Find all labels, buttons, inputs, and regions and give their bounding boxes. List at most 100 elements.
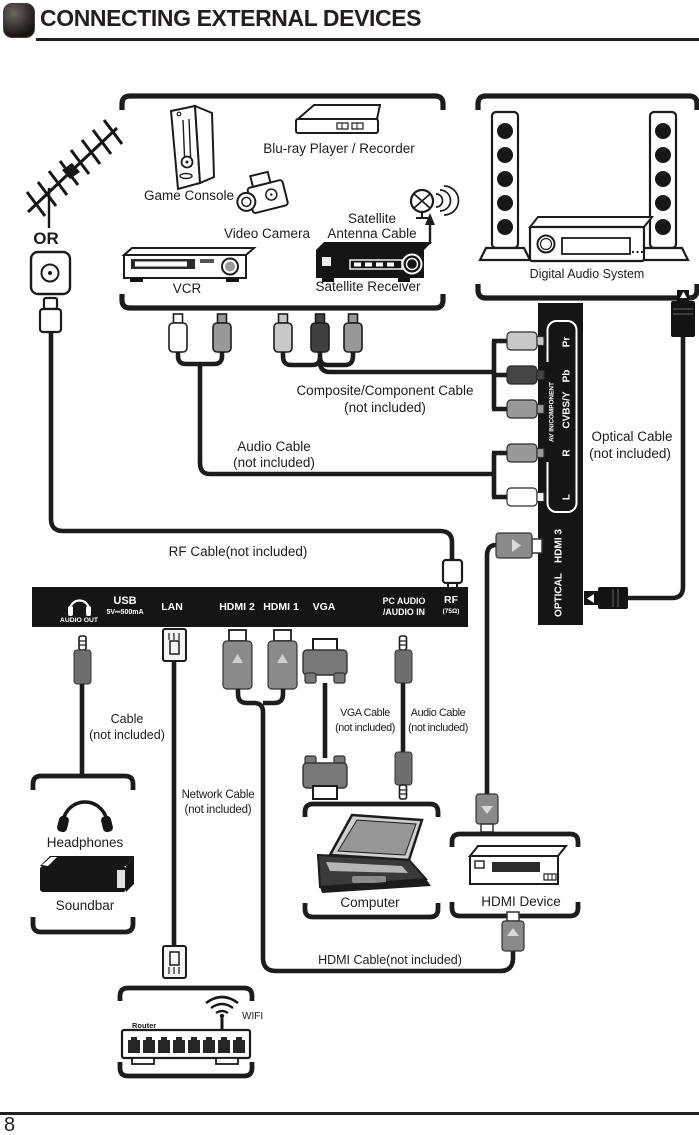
side-panel-port-r: R xyxy=(562,449,573,457)
bottom-panel-lan: LAN xyxy=(161,601,183,613)
rf-wall-plug xyxy=(38,296,63,334)
page-title: CONNECTING EXTERNAL DEVICES xyxy=(40,5,422,31)
wall-socket xyxy=(29,250,72,296)
wifi-icon xyxy=(205,995,239,1031)
label-optical-line1: Optical Cable xyxy=(591,429,672,444)
page-number: 8 xyxy=(4,1114,16,1135)
computer-bracket-top xyxy=(302,801,441,817)
hdmi-plug-below-device xyxy=(501,911,525,952)
label-composite-line1: Composite/Component Cable xyxy=(296,383,473,398)
satellite-dish-icon xyxy=(409,185,460,219)
label-satellite-receiver: Satellite Receiver xyxy=(315,279,421,294)
router-bracket-bottom xyxy=(117,1062,255,1079)
label-pc-audio-line1: Audio Cable xyxy=(411,707,466,719)
composite-cable xyxy=(280,338,508,412)
side-panel xyxy=(538,303,583,625)
label-vga-line2: (not included) xyxy=(335,722,395,734)
composite-cable-plugs xyxy=(273,313,363,353)
label-hdmi-device: HDMI Device xyxy=(481,894,561,909)
hdmi3-cable xyxy=(484,542,497,794)
vga-connector-top xyxy=(302,638,348,684)
headphones-bracket-bottom xyxy=(30,917,136,935)
router-illustration xyxy=(120,1028,252,1065)
side-panel-hdmi3-label: HDMI 3 xyxy=(554,529,565,563)
label-pc-audio-line2: (not included) xyxy=(408,722,468,734)
label-satellite-line2: Antenna Cable xyxy=(327,226,416,241)
audio-cable xyxy=(175,352,508,500)
side-panel-port-l: L xyxy=(562,494,573,500)
bottom-panel-rf: RF xyxy=(444,594,459,606)
or-label: OR xyxy=(33,229,59,248)
label-network-line2: (not included) xyxy=(185,804,252,816)
label-computer: Computer xyxy=(340,895,400,910)
bottom-panel xyxy=(32,587,468,627)
headphones-port-icon xyxy=(68,599,91,616)
bottom-panel-audio-out: AUDIO OUT xyxy=(60,617,99,624)
side-panel-group-label: AV IN/COMPONENT xyxy=(549,382,556,442)
audio-system-bracket-top xyxy=(475,93,699,110)
label-network-line1: Network Cable xyxy=(182,789,255,801)
bottom-panel-rf-spec: (75Ω) xyxy=(443,608,460,615)
label-audio-line2: (not included) xyxy=(233,455,315,470)
side-panel-port-pb: Pb xyxy=(562,370,573,383)
label-audio-line1: Audio Cable xyxy=(237,439,311,454)
speaker-left-illustration xyxy=(478,110,532,262)
label-wifi: WIFI xyxy=(242,1011,263,1022)
lan-connector-top xyxy=(162,628,187,662)
bottom-panel-pc-audio-line2: /AUDIO IN xyxy=(383,607,425,617)
side-panel-port-pr: Pr xyxy=(562,337,573,348)
header-rule xyxy=(36,38,699,41)
av-receiver-illustration xyxy=(527,216,655,263)
label-game-console: Game Console xyxy=(144,188,234,203)
router-bracket-top xyxy=(117,985,255,1001)
hdmi1-plug xyxy=(267,629,298,690)
video-camera-illustration xyxy=(236,170,289,214)
footer-rule xyxy=(0,1112,699,1115)
bottom-panel-pc-audio-line1: PC AUDIO xyxy=(383,596,426,606)
lan-connector-bottom xyxy=(162,945,187,979)
bottom-panel-vga: VGA xyxy=(313,601,336,613)
side-panel-port-cvbs: CVBS/Y xyxy=(562,391,573,429)
label-soundbar: Soundbar xyxy=(56,898,115,913)
bottom-panel-usb-spec: 5V⎓500mA xyxy=(106,609,143,616)
bottom-panel-usb: USB xyxy=(113,595,136,607)
label-router: Router xyxy=(132,1021,156,1030)
section-bullet-icon xyxy=(3,3,35,38)
label-headphones: Headphones xyxy=(47,835,124,850)
pc-audio-jack-bottom xyxy=(394,751,413,800)
side-panel-rca-plugs xyxy=(506,331,545,507)
antenna-icon xyxy=(25,119,124,228)
hdmi-plug-to-device xyxy=(475,793,499,833)
speaker-right-illustration xyxy=(636,110,690,262)
computer-bracket-bottom xyxy=(302,903,441,920)
headphones-bracket-top xyxy=(30,773,136,790)
game-console-illustration xyxy=(169,104,216,191)
hdmi-cable xyxy=(235,689,516,974)
optical-cable xyxy=(628,337,686,601)
label-satellite-line1: Satellite xyxy=(348,211,396,226)
laptop-illustration xyxy=(316,813,431,893)
label-hdmi-cable: HDMI Cable(not included) xyxy=(318,953,462,967)
audio-system-bracket-bottom xyxy=(475,284,699,301)
hdmi2-plug xyxy=(222,629,253,690)
top-cluster-bracket-bottom xyxy=(119,294,446,311)
bottom-panel-hdmi1: HDMI 1 xyxy=(263,601,299,613)
rf-cable xyxy=(48,332,455,561)
audio-out-jack-plug xyxy=(73,635,92,685)
vcr-illustration xyxy=(121,247,257,282)
optical-plug-side xyxy=(584,587,628,609)
label-vcr: VCR xyxy=(173,281,202,296)
satellite-receiver-illustration xyxy=(316,242,432,282)
hdmi3-plug xyxy=(495,532,543,559)
label-vga-line1: VGA Cable xyxy=(340,707,390,719)
label-digital-audio-system: Digital Audio System xyxy=(530,267,645,281)
rf-plug xyxy=(441,558,464,591)
label-rf-cable: RF Cable(not included) xyxy=(169,544,308,559)
bottom-panel-hdmi2: HDMI 2 xyxy=(219,601,255,613)
label-composite-line2: (not included) xyxy=(344,400,426,415)
label-bluray: Blu-ray Player / Recorder xyxy=(263,141,415,156)
top-cluster-bracket-top xyxy=(119,93,446,110)
vga-connector-bottom xyxy=(302,755,348,800)
